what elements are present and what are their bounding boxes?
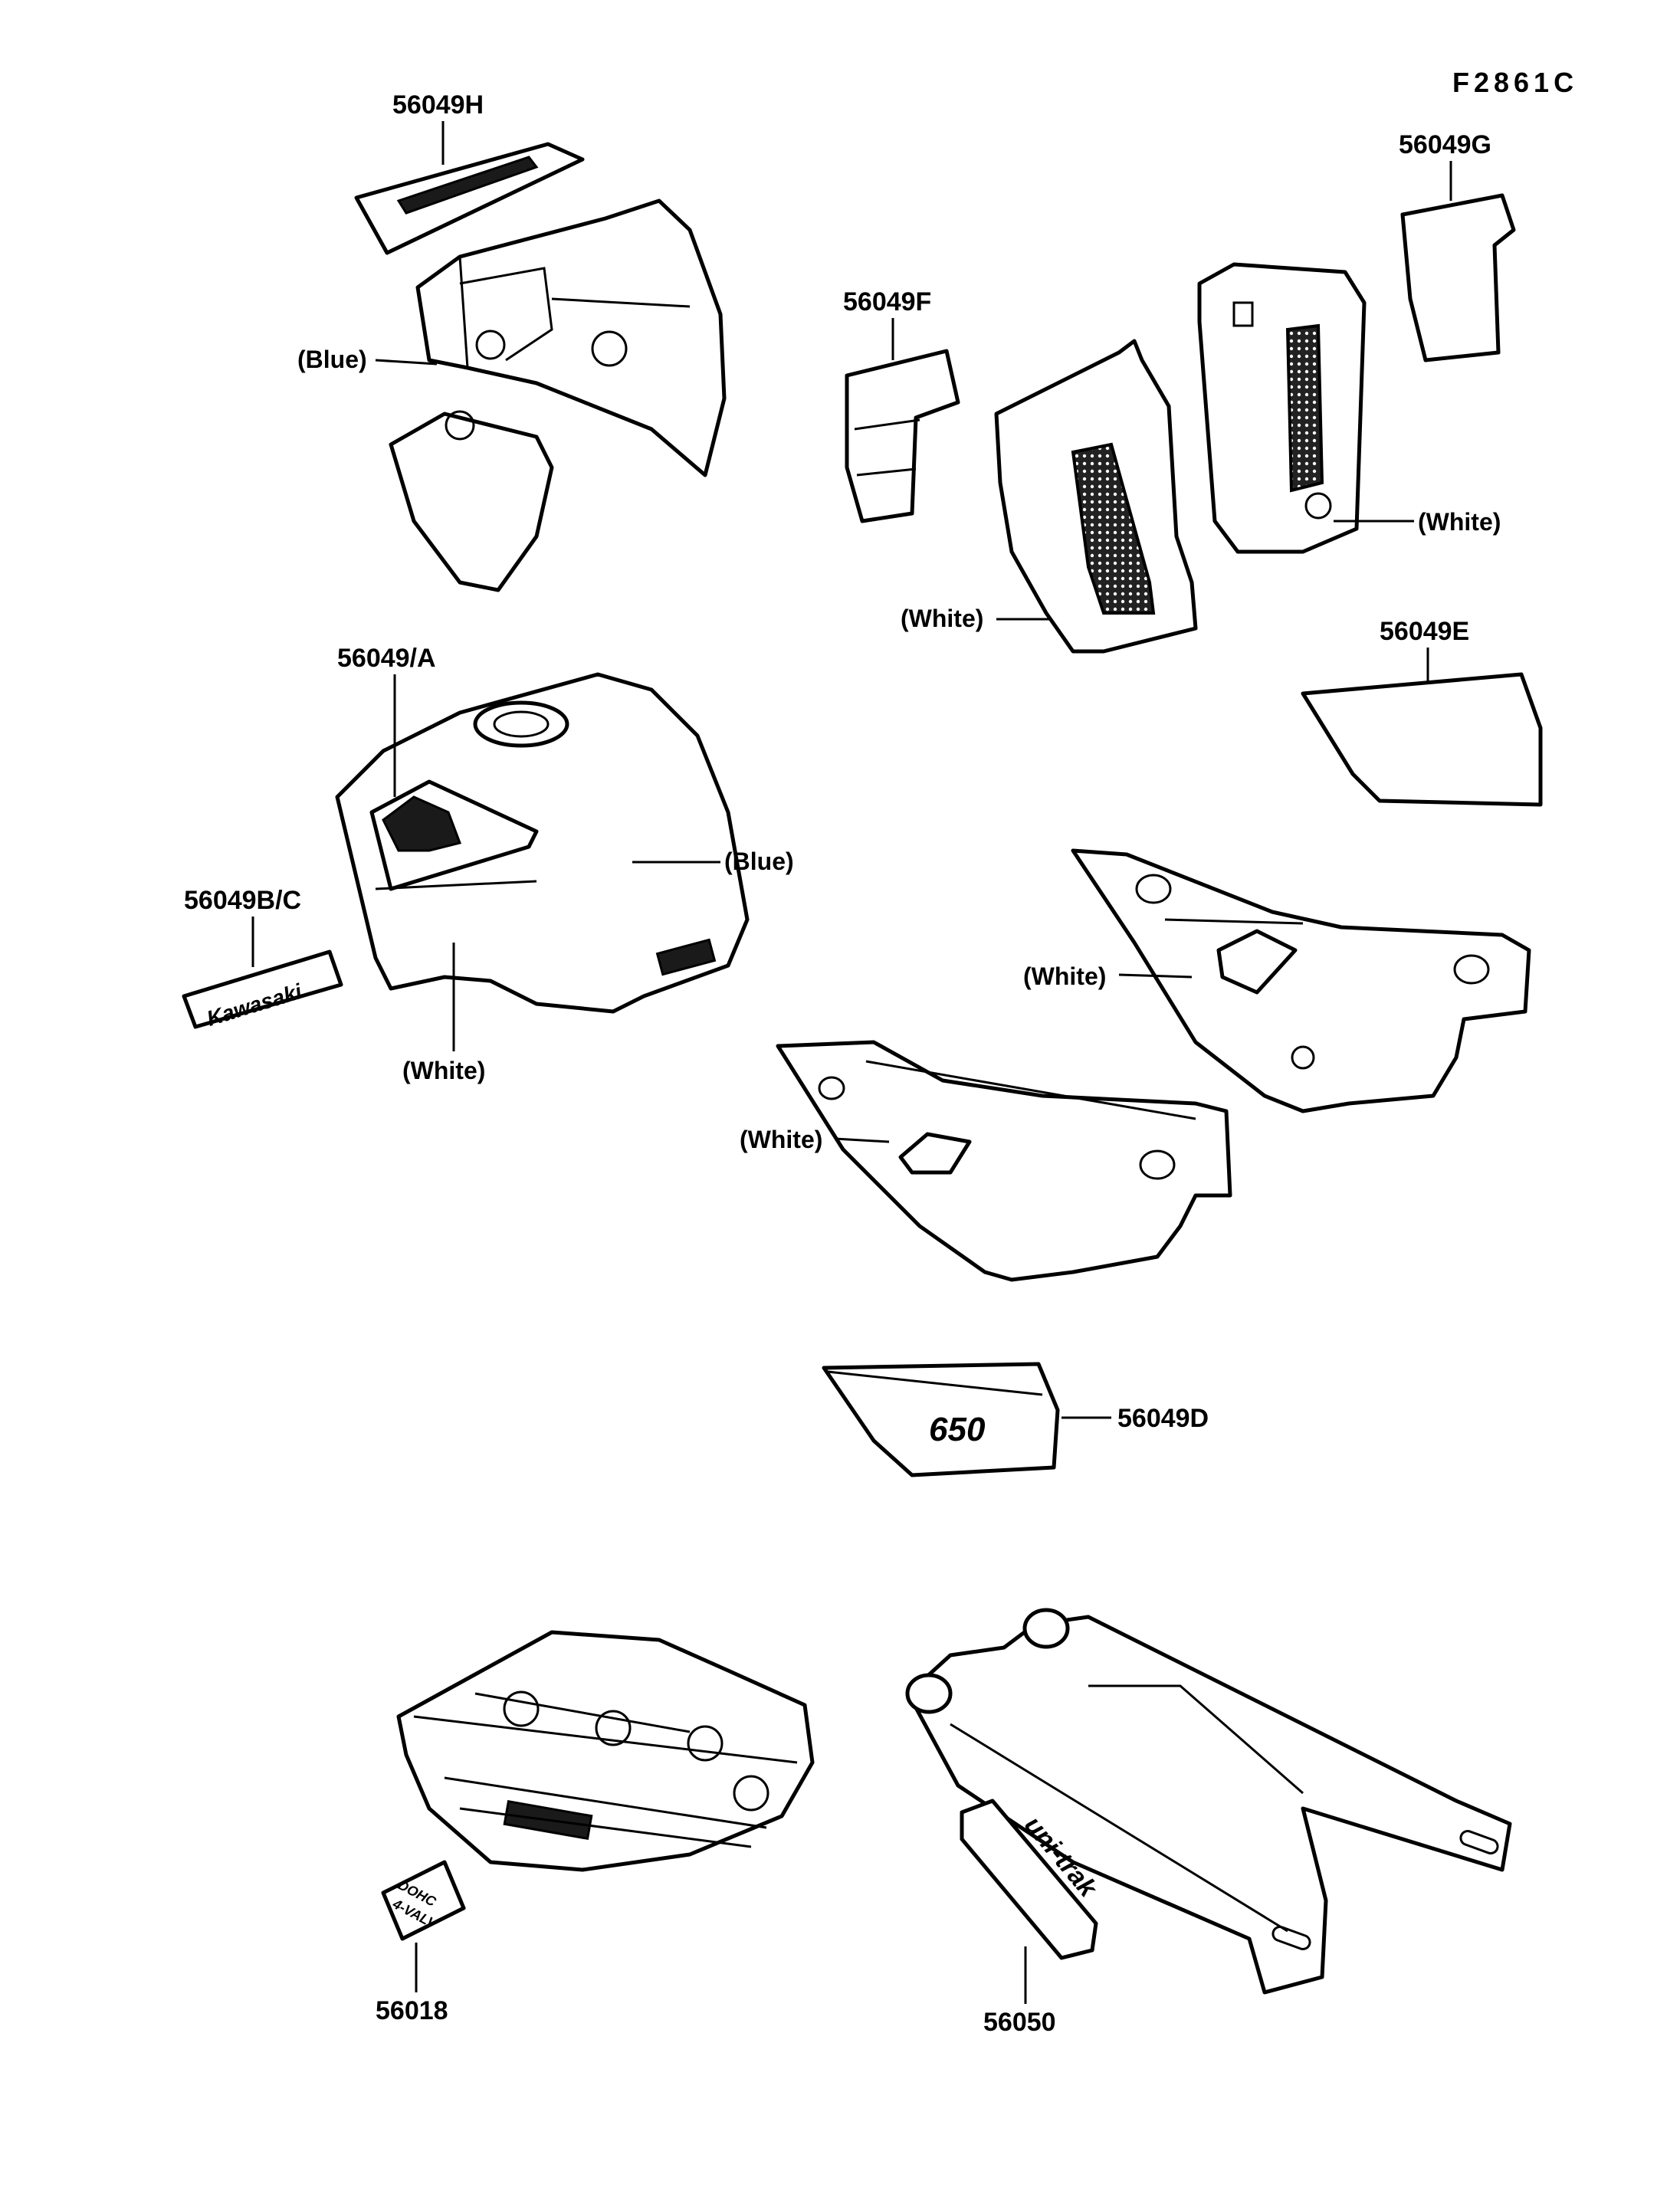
cylinder-head: [396, 1630, 815, 1872]
decal-56049a-graphic: [382, 795, 461, 852]
label-left-cover-white: (White): [740, 1126, 822, 1153]
decal-56049g: [1400, 193, 1516, 362]
decal-56049f: [845, 349, 960, 523]
right-side-cover: [1071, 848, 1531, 1113]
right-side-cover-body: [1071, 848, 1531, 1113]
label-56049d: 56049D: [1117, 1404, 1209, 1433]
swingarm-body: [906, 1615, 1512, 1995]
displacement-decal-text: 650: [929, 1411, 986, 1448]
left-side-cover: [776, 1040, 1232, 1282]
label-fairing-blue: (Blue): [297, 346, 367, 373]
fuel-tank: [335, 672, 750, 1014]
label-56049h: 56049H: [392, 90, 484, 120]
decal-56018: DOHC 4-VALV: [381, 1860, 466, 1941]
label-56049bc: 56049B/C: [184, 886, 301, 915]
decal-56049d: 650: [822, 1362, 1060, 1477]
side-panel-front: [845, 339, 1198, 654]
label-56018: 56018: [376, 1996, 448, 2025]
decal-56049e: [1301, 672, 1543, 807]
decal-56049bc: Kawasaki: [182, 949, 343, 1031]
label-56049a: 56049/A: [337, 644, 436, 673]
label-side-panel-white: (White): [901, 605, 983, 632]
label-right-cover-white: (White): [1023, 962, 1106, 990]
cylinder-head-body: [396, 1630, 815, 1872]
fairing-lower-screen: [389, 412, 554, 592]
decal-56049h-text-band: [396, 156, 539, 215]
rear-panel-body: [1197, 262, 1367, 554]
label-56050: 56050: [983, 2008, 1056, 2037]
label-56049e: 56049E: [1380, 617, 1469, 646]
side-panel-front-grille: [1071, 442, 1156, 615]
left-side-cover-body: [776, 1040, 1232, 1282]
label-tank-blue: (Blue): [724, 848, 794, 875]
label-56049g: 56049G: [1399, 130, 1491, 159]
fuel-tank-body: [335, 672, 750, 1014]
label-rear-panel-white: (White): [1418, 508, 1501, 536]
swingarm: [905, 1608, 1512, 1995]
label-56049f: 56049F: [843, 287, 931, 316]
figure-code: F2861C: [1452, 67, 1578, 98]
rear-panel: [1197, 262, 1367, 554]
rear-panel-grille: [1285, 323, 1324, 493]
right-cover-vent: [1216, 929, 1298, 995]
fuel-cap: [473, 700, 569, 748]
label-tank-white: (White): [402, 1057, 485, 1084]
left-cover-vent: [898, 1132, 972, 1175]
front-fairing: [354, 142, 727, 592]
